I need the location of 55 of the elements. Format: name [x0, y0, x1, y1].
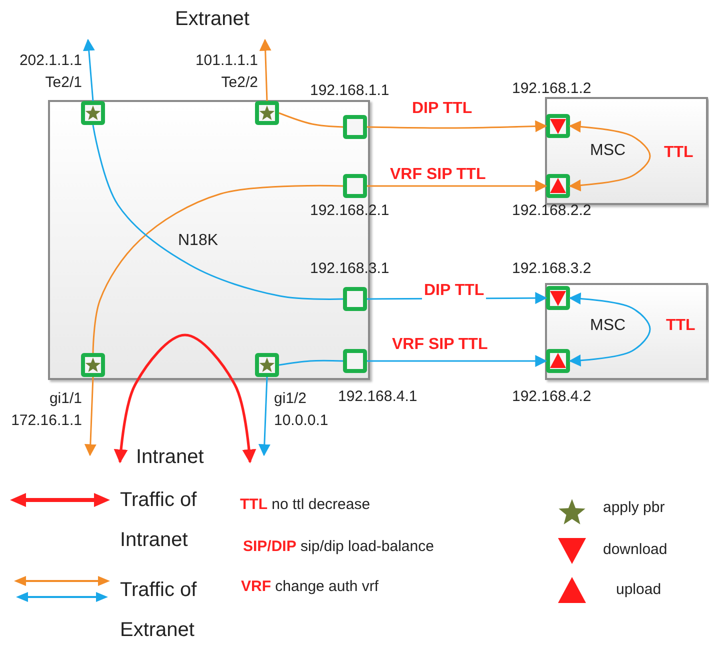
edge-label: TTL: [664, 144, 694, 162]
port-label: 192.168.4.1: [338, 388, 418, 405]
port-box: [546, 286, 570, 310]
port-box: [546, 349, 570, 373]
port-box: [343, 174, 367, 198]
legend-text: Traffic of Extranet: [120, 578, 198, 643]
port-label: 192.168.3.1: [310, 260, 390, 277]
legend-note: VRF change auth vrf: [241, 578, 379, 595]
connector-arrow: [259, 38, 272, 102]
port-label: 172.16.1.1: [11, 412, 82, 429]
edge-label: DIP TTL: [422, 282, 486, 300]
port-label: 192.168.2.2: [512, 202, 592, 219]
legend-text: upload: [616, 580, 662, 600]
port-label: 202.1.1.1: [19, 52, 82, 69]
edge-label: TTL: [666, 317, 696, 335]
port-box: [343, 349, 367, 373]
legend-note: TTL no ttl decrease: [240, 496, 370, 513]
connector-arrow: [366, 120, 548, 132]
connector-arrow: [82, 38, 95, 102]
connector-arrow: [568, 292, 651, 366]
port-label: gi1/1: [49, 390, 82, 407]
port-label: 101.1.1.1: [195, 52, 258, 69]
connector-arrow: [84, 376, 96, 456]
port-label: gi1/2: [274, 390, 307, 407]
port-label: 192.168.2.1: [310, 202, 390, 219]
device-name: N18K: [178, 232, 218, 250]
connector-arrow: [367, 355, 548, 367]
legend-note: SIP/DIP sip/dip load-balance: [243, 538, 434, 555]
port-label: 192.168.1.2: [512, 80, 592, 97]
port-box: [81, 101, 105, 125]
port-label: 192.168.4.2: [512, 388, 592, 405]
device-name: MSC: [590, 142, 626, 160]
port-label: 192.168.3.2: [512, 260, 592, 277]
connector-arrow: [568, 120, 651, 192]
zone-label: Extranet: [175, 8, 250, 31]
device-box: [545, 97, 708, 205]
port-box: [255, 101, 279, 125]
port-box: [343, 287, 367, 311]
port-label: Te2/2: [221, 74, 258, 91]
legend-text: download: [603, 540, 668, 560]
port-label: 10.0.0.1: [274, 412, 328, 429]
connector-arrow: [258, 376, 270, 456]
port-label: Te2/1: [45, 74, 82, 91]
connector-arrow: [367, 180, 548, 192]
port-label: 192.168.1.1: [310, 82, 390, 99]
legend-text: Traffic of Intranet: [120, 488, 198, 553]
port-box: [546, 174, 570, 198]
device-box: [545, 283, 708, 380]
zone-label: Intranet: [136, 446, 204, 469]
port-box: [343, 115, 367, 139]
port-box: [255, 353, 279, 377]
device-name: MSC: [590, 317, 626, 335]
legend-text: apply pbr: [603, 498, 665, 518]
port-box: [546, 114, 570, 138]
port-box: [81, 353, 105, 377]
